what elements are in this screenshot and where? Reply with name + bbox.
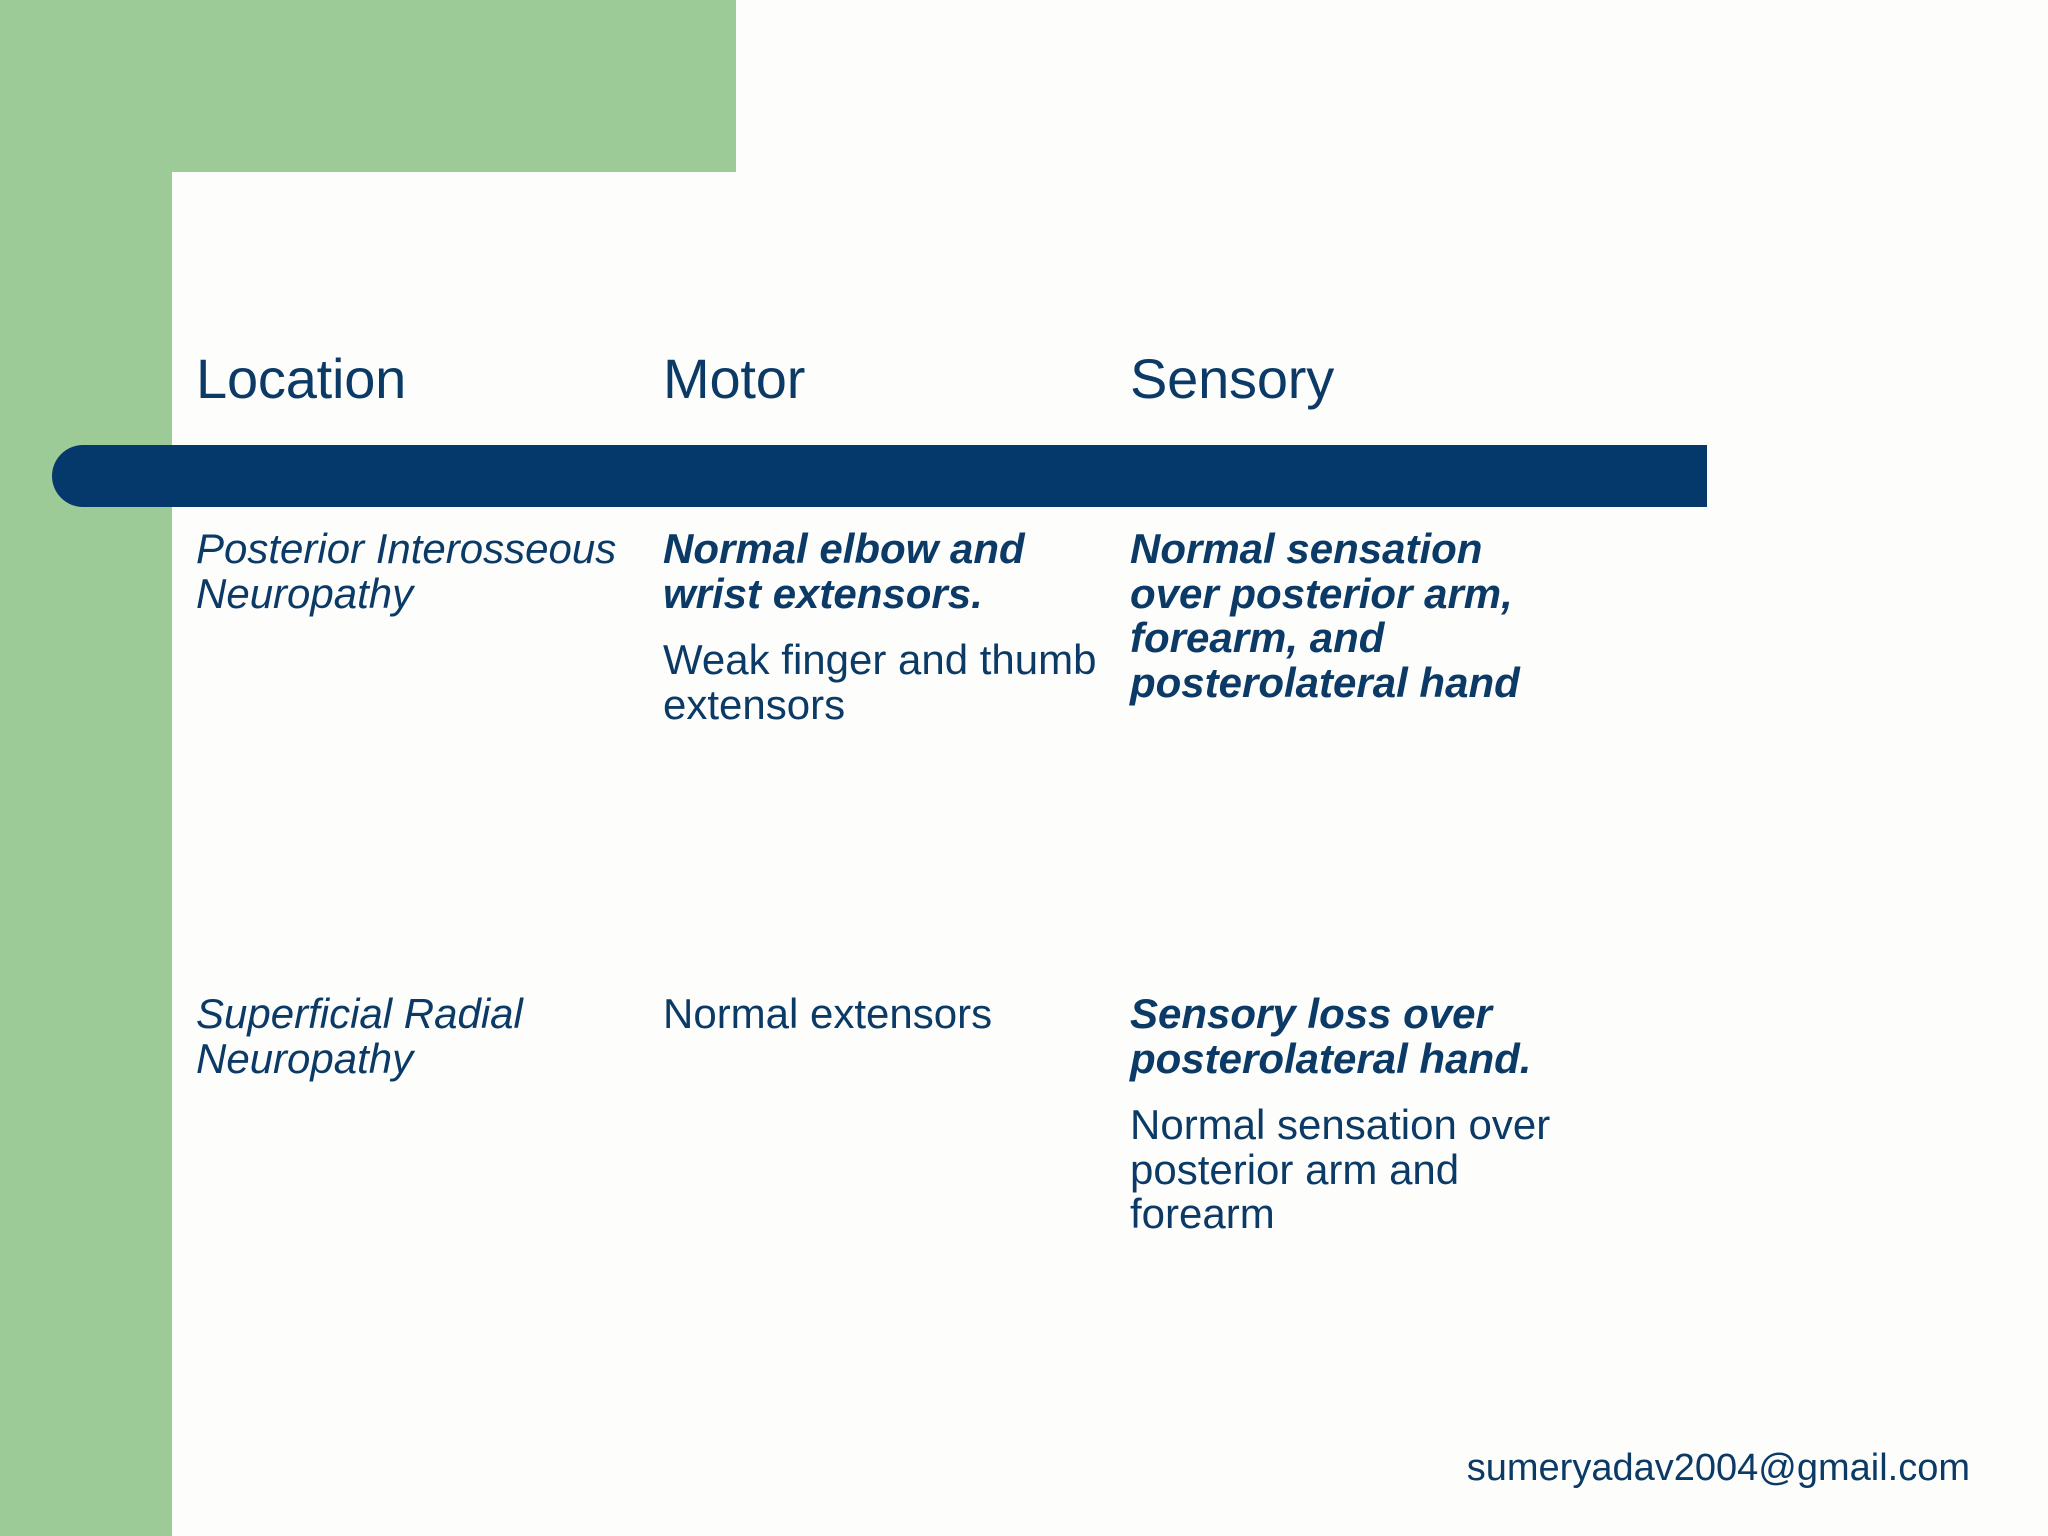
sensory-emphasis: Sensory loss over posterolateral hand.	[1130, 990, 1532, 1082]
motor-emphasis: Normal elbow and wrist extensors.	[663, 525, 1025, 617]
column-header-sensory: Sensory	[1130, 347, 1335, 410]
cell-motor: Normal extensors	[663, 990, 1130, 1237]
sensory-note: Normal sensation over posterior arm and …	[1130, 1101, 1551, 1238]
table-row: Superficial Radial Neuropathy Normal ext…	[196, 990, 1696, 1238]
location-name: Superficial Radial Neuropathy	[196, 990, 523, 1082]
sensory-emphasis: Normal sensation over posterior arm, for…	[1130, 525, 1520, 706]
cell-location: Superficial Radial Neuropathy	[196, 990, 663, 1237]
location-name: Posterior Interosseous Neuropathy	[196, 525, 617, 617]
cell-location: Posterior Interosseous Neuropathy	[196, 525, 663, 727]
motor-note: Normal extensors	[663, 990, 993, 1037]
cell-motor: Normal elbow and wrist extensors. Weak f…	[663, 525, 1130, 728]
green-left-strip	[0, 0, 172, 1536]
white-content-card	[172, 172, 2048, 1536]
column-header-motor: Motor	[663, 347, 806, 410]
cell-sensory: Sensory loss over posterolateral hand. N…	[1130, 990, 1600, 1238]
motor-note: Weak finger and thumb extensors	[663, 636, 1097, 728]
table-row: Posterior Interosseous Neuropathy Normal…	[196, 525, 1696, 728]
header-divider-bar	[52, 445, 1707, 507]
footer-email: sumeryadav2004@gmail.com	[1466, 1447, 1970, 1489]
table-header-row: Location Motor Sensory	[196, 350, 1696, 407]
cell-sensory: Normal sensation over posterior arm, for…	[1130, 525, 1600, 727]
column-header-location: Location	[196, 347, 407, 410]
